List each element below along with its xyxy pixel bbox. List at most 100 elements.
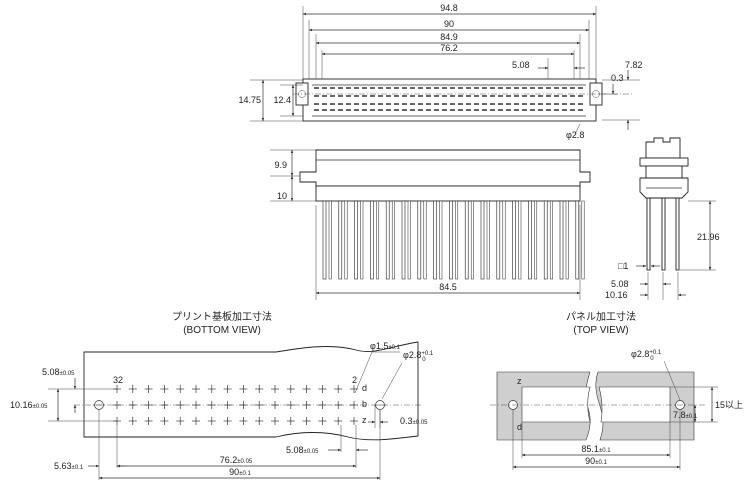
dim-0-3-pcb: 0.3±0.05	[400, 416, 428, 426]
pcb-hole	[223, 385, 232, 393]
dim-12-4: 12.4	[273, 95, 291, 105]
dim-15-min: 15以上	[715, 400, 743, 410]
dim-5-63: 5.63±0.1	[54, 461, 84, 471]
pcb-row-d: d	[362, 383, 367, 393]
front-pin	[534, 200, 538, 280]
dim-10-16-side: 10.16	[605, 290, 628, 300]
panel-title-jp: パネル加工寸法	[566, 310, 636, 323]
pcb-hole	[302, 385, 311, 393]
front-pin	[423, 200, 427, 280]
dim-0-3-top: 0.3	[611, 73, 624, 83]
pcb-hole	[286, 401, 295, 409]
panel-title-en: (TOP VIEW)	[573, 325, 628, 336]
side-view: 21.96 □1 5.08 10.16	[605, 137, 720, 300]
pcb-hole	[192, 417, 200, 425]
pcb-hole	[286, 417, 295, 425]
front-pin	[439, 200, 443, 280]
front-pin	[581, 200, 585, 280]
dim-84-5: 84.5	[439, 282, 457, 292]
pcb-hole-grid	[113, 385, 358, 425]
panel-row-z: z	[517, 376, 522, 386]
pcb-hole	[160, 417, 169, 425]
dim-5-08-pcb: 5.08±0.05	[42, 367, 75, 377]
panel-cutout-right	[598, 386, 671, 423]
dim-76-2: 76.2	[440, 43, 458, 53]
pcb-title-jp: プリント基板加工寸法	[172, 310, 272, 323]
pcb-hole	[271, 401, 279, 409]
dim-85-1: 85.1±0.1	[581, 444, 611, 454]
front-pin	[338, 200, 343, 280]
pcb-hole	[144, 385, 153, 393]
pcb-label-32: 32	[113, 375, 123, 385]
pcb-hole	[318, 385, 327, 393]
pcb-hole	[176, 417, 185, 425]
pcb-hole	[255, 417, 264, 425]
pcb-hole	[239, 401, 248, 409]
pcb-row-z: z	[362, 415, 367, 425]
front-view-pins	[322, 200, 585, 280]
front-pin	[360, 200, 364, 280]
front-pin	[575, 200, 580, 280]
dim-sq-1: □1	[618, 261, 628, 271]
dim-5-08-side: 5.08	[611, 279, 629, 289]
pcb-hole	[255, 401, 264, 409]
pcb-hole	[255, 385, 264, 393]
panel-row-d: d	[517, 422, 522, 432]
front-view: 9.9 10 84.5	[270, 149, 591, 300]
dim-10-16-pcb: 10.16±0.05	[10, 400, 48, 410]
pcb-hole	[128, 401, 137, 409]
pcb-hole	[318, 417, 327, 425]
front-pin	[543, 200, 548, 280]
panel-cutout-left	[521, 386, 591, 423]
dim-5-08-top: 5.08	[512, 60, 530, 70]
pcb-hole	[176, 385, 185, 393]
pcb-hole	[271, 385, 279, 393]
front-pin	[480, 200, 485, 280]
dim-21-96: 21.96	[697, 232, 720, 242]
pcb-label-2: 2	[352, 375, 357, 385]
pcb-hole	[192, 385, 200, 393]
pcb-hole	[302, 417, 311, 425]
dim-14-75: 14.75	[238, 95, 261, 105]
pcb-layout: プリント基板加工寸法 (BOTTOM VIEW) 32 2 d b z 5.08…	[10, 310, 434, 480]
top-view-pin-rows	[314, 87, 585, 111]
front-pin	[401, 200, 406, 280]
pcb-row-b: b	[362, 399, 367, 409]
pcb-hole	[223, 417, 232, 425]
dim-76-2-pcb: 76.2±0.05	[220, 455, 253, 465]
dim-90: 90	[444, 19, 454, 29]
pcb-hole	[144, 417, 153, 425]
front-pin	[470, 200, 474, 280]
front-pin	[417, 200, 422, 280]
front-pin	[391, 200, 395, 280]
front-pin	[354, 200, 358, 280]
pcb-outline	[83, 341, 419, 441]
dim-5-08-pcb-bottom: 5.08±0.05	[286, 445, 319, 455]
dim-7-8: 7.8±0.1	[673, 410, 698, 420]
front-pin	[565, 200, 569, 280]
pcb-title-en: (BOTTOM VIEW)	[183, 325, 261, 336]
pcb-hole	[350, 417, 358, 425]
pcb-hole	[334, 401, 343, 409]
pcb-hole	[160, 401, 169, 409]
pcb-hole	[144, 401, 153, 409]
front-pin	[433, 200, 437, 280]
front-pin	[496, 200, 501, 280]
dim-7-82: 7.82	[625, 60, 643, 70]
front-pin	[449, 200, 453, 280]
dim-9-9: 9.9	[274, 160, 287, 170]
front-pin	[376, 200, 380, 280]
dim-84-9: 84.9	[440, 32, 458, 42]
front-pin	[455, 200, 459, 280]
pcb-hole	[350, 401, 358, 409]
front-pin	[370, 200, 374, 280]
dim-90-pcb: 90±0.1	[229, 467, 251, 477]
front-pin	[512, 200, 516, 280]
dim-phi-2-8-top: φ2.8	[566, 130, 584, 140]
pcb-hole	[239, 385, 248, 393]
pcb-hole	[207, 385, 216, 393]
